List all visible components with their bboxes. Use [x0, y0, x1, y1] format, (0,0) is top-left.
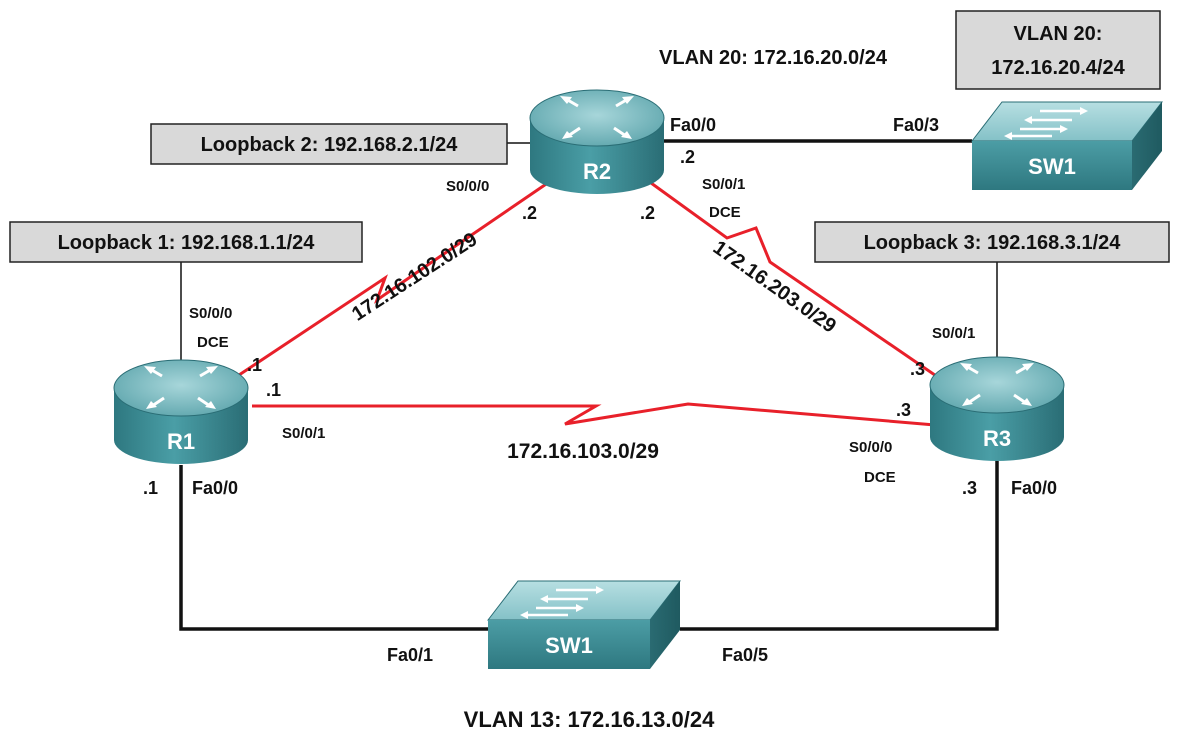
r2-s001-dce: DCE [709, 204, 741, 221]
r2-fa00-ip: .2 [680, 147, 695, 167]
switch-sw1-bottom-name: SW1 [545, 633, 593, 658]
serial-link-r1-r2 [235, 176, 556, 379]
r2-s001-label: S0/0/1 [702, 176, 745, 193]
loopback3-label-box: Loopback 3: 192.168.3.1/24 [814, 221, 1170, 263]
r1-s001-ip: .1 [266, 380, 281, 400]
switch-sw1-bottom[interactable]: SW1 [486, 580, 682, 669]
switch-arrows-icon [1004, 107, 1088, 140]
router-r3[interactable]: R3 [929, 356, 1065, 461]
router-r2-name: R2 [583, 159, 611, 184]
network-r1-r2-label: 172.16.102.0/29 [348, 228, 481, 325]
router-arrows-icon [560, 96, 634, 139]
switch-sw1-top[interactable]: SW1 [970, 101, 1164, 190]
loopback2-label-box: Loopback 2: 192.168.2.1/24 [150, 123, 508, 165]
sw1-top-label-line2: 172.16.20.4/24 [991, 57, 1125, 79]
r2-s000-ip: .2 [522, 203, 537, 223]
router-r1-name: R1 [167, 429, 195, 454]
router-arrows-icon [144, 366, 218, 409]
r3-fa00-ip: .3 [962, 478, 977, 498]
ethernet-link-r3-sw1 [680, 460, 999, 631]
switch-arrows-icon [520, 586, 604, 619]
r1-fa00-label: Fa0/0 [192, 478, 238, 498]
router-r1[interactable]: R1 [113, 359, 249, 464]
network-r1-r3-label: 172.16.103.0/29 [507, 440, 659, 463]
loopback1-label-box: Loopback 1: 192.168.1.1/24 [9, 221, 363, 263]
sw1-fa05-label: Fa0/5 [722, 645, 768, 665]
sw1-fa03-label: Fa0/3 [893, 115, 939, 135]
router-r2[interactable]: R2 [529, 89, 665, 194]
r3-s001-ip: .3 [910, 359, 925, 379]
loopback2-text: Loopback 2: 192.168.2.1/24 [201, 134, 459, 156]
r1-s000-dce: DCE [197, 334, 229, 351]
r3-fa00-label: Fa0/0 [1011, 478, 1057, 498]
r2-fa00-label: Fa0/0 [670, 115, 716, 135]
r2-s000-label: S0/0/0 [446, 178, 489, 195]
ethernet-link-r1-sw1 [179, 465, 488, 631]
sw1-fa01-label: Fa0/1 [387, 645, 433, 665]
r1-s001-label: S0/0/1 [282, 425, 325, 442]
loopback3-text: Loopback 3: 192.168.3.1/24 [864, 232, 1122, 254]
r3-s001-label: S0/0/1 [932, 325, 975, 342]
serial-link-r1-r3 [252, 402, 936, 427]
serial-link-r2-r3 [639, 173, 946, 384]
loopback1-text: Loopback 1: 192.168.1.1/24 [58, 232, 316, 254]
router-arrows-icon [960, 363, 1034, 406]
r3-s000-dce: DCE [864, 469, 896, 486]
r1-fa00-ip: .1 [143, 478, 158, 498]
r3-s000-ip: .3 [896, 400, 911, 420]
r1-s000-ip: .1 [247, 355, 262, 375]
switch-sw1-top-name: SW1 [1028, 154, 1076, 179]
vlan20-network-label: VLAN 20: 172.16.20.0/24 [659, 47, 888, 69]
sw1-top-label-box: VLAN 20: 172.16.20.4/24 [955, 10, 1161, 90]
r1-s000-label: S0/0/0 [189, 305, 232, 322]
sw1-top-label-line1: VLAN 20: [1014, 23, 1103, 45]
router-r3-name: R3 [983, 426, 1011, 451]
vlan13-network-label: VLAN 13: 172.16.13.0/24 [464, 707, 715, 732]
r3-s000-label: S0/0/0 [849, 439, 892, 456]
r2-s001-ip: .2 [640, 203, 655, 223]
